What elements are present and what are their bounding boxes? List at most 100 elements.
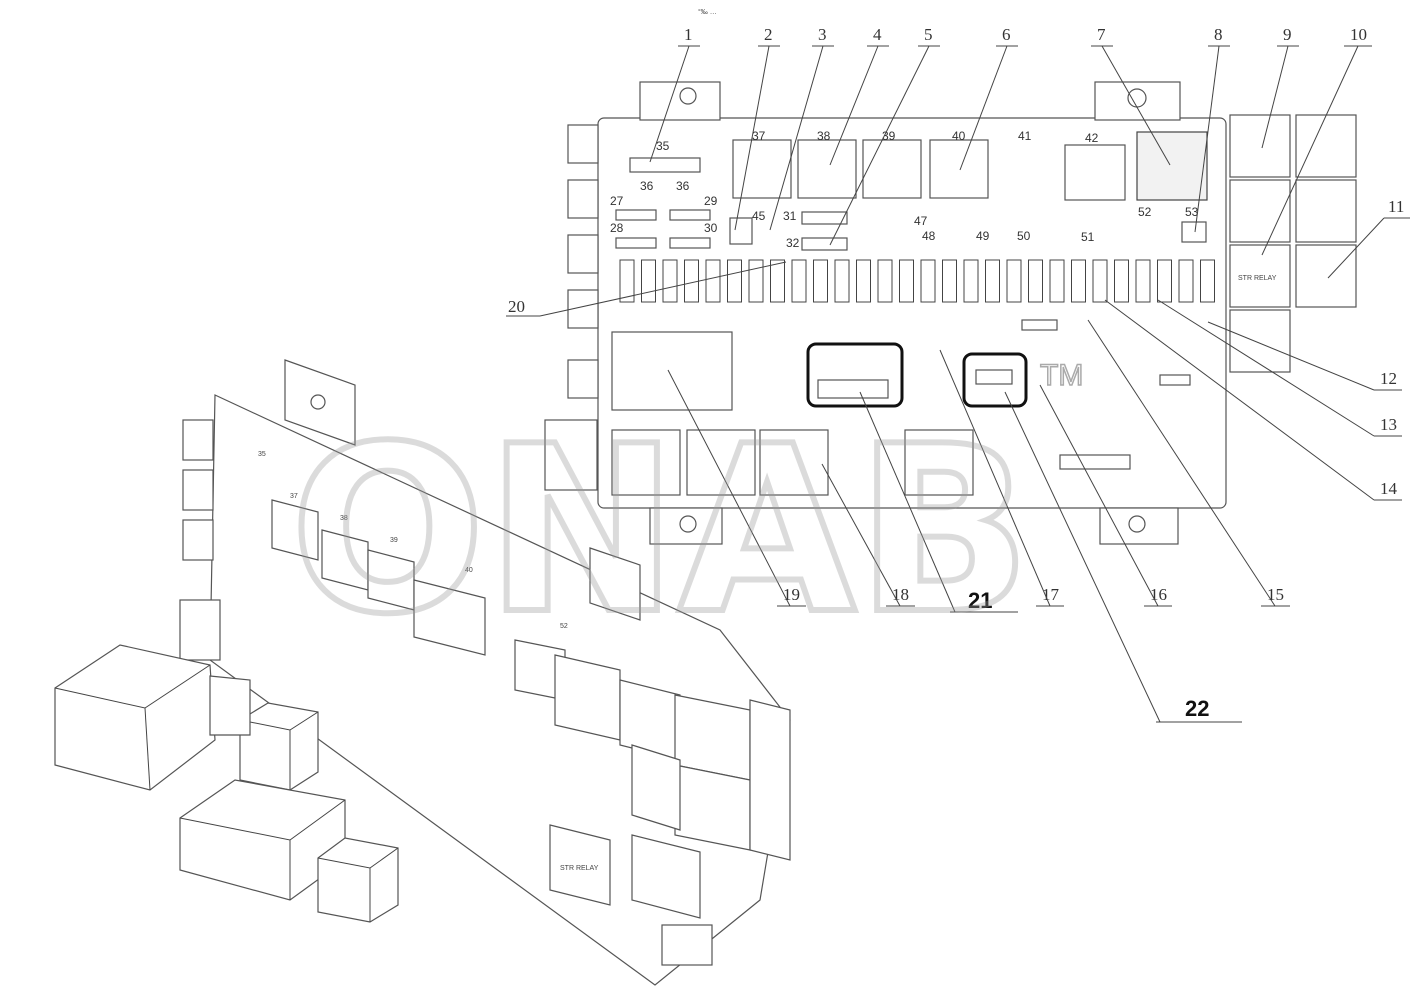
fuse-row <box>619 259 1215 303</box>
svg-text:40: 40 <box>465 567 473 574</box>
callouts: 1 2 3 4 5 6 7 8 9 10 11 12 13 14 20 19 <box>506 25 1410 723</box>
relay-9 <box>1229 114 1291 178</box>
callout-5: 5 <box>924 25 933 44</box>
svg-text:32: 32 <box>786 236 800 250</box>
svg-text:45: 45 <box>752 209 766 223</box>
blade-fuse <box>791 259 807 303</box>
svg-text:35: 35 <box>258 451 266 458</box>
blade-fuse <box>1114 259 1129 303</box>
svg-text:41: 41 <box>1018 129 1032 143</box>
svg-text:52: 52 <box>1138 205 1152 219</box>
callout-3: 3 <box>818 25 827 44</box>
zone-18 <box>759 429 829 496</box>
callout-21: 21 <box>968 588 992 613</box>
callout-1: 1 <box>684 25 693 44</box>
blade-fuse <box>619 259 635 303</box>
mount-hole <box>1128 515 1146 533</box>
blade-fuse <box>641 259 656 303</box>
relay-37 <box>732 139 792 199</box>
callout-9: 9 <box>1283 25 1292 44</box>
svg-text:38: 38 <box>340 515 348 522</box>
svg-text:42: 42 <box>1085 131 1099 145</box>
iso-block-large <box>54 644 216 791</box>
blade-fuse <box>985 259 1000 303</box>
relay-str <box>1229 244 1291 308</box>
svg-text:49: 49 <box>976 229 990 243</box>
callout-8: 8 <box>1214 25 1223 44</box>
blade-fuse <box>1135 259 1151 303</box>
label-36a: 36 <box>640 179 654 193</box>
svg-text:39: 39 <box>390 537 398 544</box>
svg-text:52: 52 <box>560 623 568 630</box>
svg-text:28: 28 <box>610 221 624 235</box>
svg-text:53: 53 <box>1185 205 1199 219</box>
blade-fuse <box>1028 259 1043 303</box>
watermark: ONAB TM <box>287 358 1084 668</box>
blade-fuse <box>1049 259 1065 303</box>
left-connectors <box>544 124 599 491</box>
callout-20: 20 <box>508 297 525 316</box>
zone-19 <box>611 331 733 411</box>
relay-42 <box>1064 144 1126 201</box>
blade-fuse <box>705 259 721 303</box>
callout-11: 11 <box>1388 197 1404 216</box>
callout-22: 22 <box>1185 696 1209 721</box>
relay-38 <box>797 139 857 199</box>
svg-text:40: 40 <box>952 129 966 143</box>
zone-lower <box>611 429 681 496</box>
blade-fuse <box>1092 259 1108 303</box>
callout-6: 6 <box>1002 25 1011 44</box>
callout-2: 2 <box>764 25 773 44</box>
front-view-board: 35 36 36 37 38 39 40 41 42 52 53 27 28 2… <box>544 81 1357 545</box>
blade-fuse <box>748 259 764 303</box>
mount-tab <box>649 507 723 545</box>
svg-text:ONAB: ONAB <box>290 398 1031 665</box>
blade-fuse <box>1200 259 1215 303</box>
svg-text:STR RELAY: STR RELAY <box>560 865 599 872</box>
relay-11 <box>1295 244 1357 308</box>
label-35: 35 <box>656 139 670 153</box>
svg-text:STR RELAY: STR RELAY <box>1238 275 1277 282</box>
svg-text:TM: TM <box>1040 359 1083 392</box>
mini-fuse-row-72 <box>1059 454 1131 470</box>
isometric-view: 37 38 39 40 35 52 STR RELAY <box>54 359 791 986</box>
svg-text:31: 31 <box>783 209 797 223</box>
callout-7: 7 <box>1097 25 1106 44</box>
relay-40 <box>929 139 989 199</box>
blade-fuse <box>856 259 871 303</box>
callout-13: 13 <box>1380 415 1397 434</box>
blade-fuse <box>813 259 828 303</box>
callout-17: 17 <box>1042 585 1060 604</box>
relay-39 <box>862 139 922 199</box>
zone-lower <box>686 429 756 496</box>
highlight-box-21 <box>806 342 904 408</box>
blade-fuse <box>1178 259 1194 303</box>
callout-19: 19 <box>783 585 800 604</box>
blade-fuse <box>899 259 914 303</box>
callout-12: 12 <box>1380 369 1397 388</box>
svg-text:51: 51 <box>1081 230 1095 244</box>
blade-fuse <box>684 259 699 303</box>
callout-16: 16 <box>1150 585 1167 604</box>
callout-4: 4 <box>873 25 882 44</box>
svg-text:30: 30 <box>704 221 718 235</box>
mount-hole <box>679 515 697 533</box>
blade-fuse <box>662 259 678 303</box>
relay-side <box>1229 309 1291 373</box>
svg-text:37: 37 <box>752 129 766 143</box>
svg-text:50: 50 <box>1017 229 1031 243</box>
svg-text:27: 27 <box>610 194 624 208</box>
relay-large <box>1136 131 1208 201</box>
callout-14: 14 <box>1380 479 1398 498</box>
relay-side <box>1295 179 1357 243</box>
blade-fuse <box>920 259 936 303</box>
svg-text:38: 38 <box>817 129 831 143</box>
callout-10: 10 <box>1350 25 1367 44</box>
svg-text:29: 29 <box>704 194 718 208</box>
relay-53 <box>1181 221 1207 243</box>
callout-15: 15 <box>1267 585 1284 604</box>
mount-tab <box>639 81 721 121</box>
svg-text:37: 37 <box>290 493 298 500</box>
iso-relay-small <box>239 702 319 791</box>
